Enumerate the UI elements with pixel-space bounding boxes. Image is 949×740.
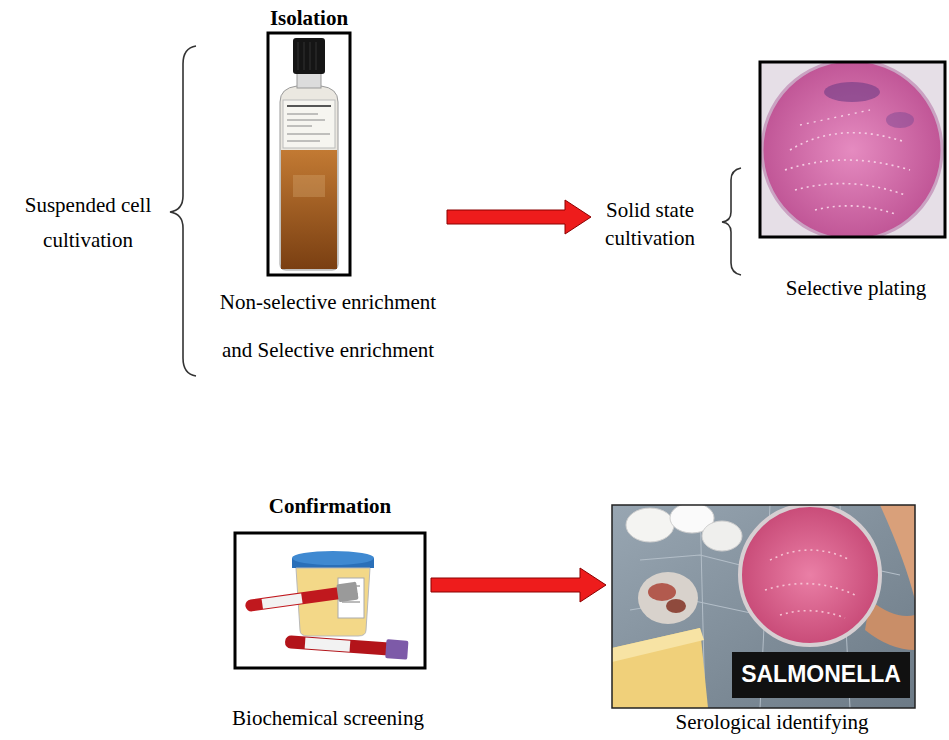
broth-bottle-part: [281, 150, 337, 269]
image-panel: SALMONELLA Serological identifying: [610, 503, 917, 734]
salmonella-collage-part: [612, 505, 915, 708]
side-label: Solid state cultivation: [595, 196, 705, 252]
image-frame: [760, 62, 945, 237]
sample-cup-part: [235, 533, 425, 668]
image-frame: [268, 33, 350, 275]
sample-cup-part: [336, 582, 358, 603]
salmonella-collage-part: [612, 628, 704, 662]
broth-bottle-part: [304, 42, 305, 70]
agar-plate: [760, 62, 945, 237]
curly-brace: [722, 168, 741, 275]
agar-plate-part: [762, 62, 942, 237]
broth-bottle-part: [283, 100, 335, 148]
sample-cup-part: [305, 638, 351, 652]
caption-text: Selective plating: [786, 276, 927, 301]
broth-bottle-part: [287, 105, 331, 107]
image-panel: Solid state cultivationSelective plating: [595, 60, 947, 301]
salmonella-collage-part: [732, 652, 910, 698]
curly-brace: [170, 46, 196, 376]
broth-bottle-part: [268, 33, 350, 275]
agar-plate-part: [785, 160, 910, 170]
agar-plate-part: [790, 133, 905, 150]
salmonella-collage-part: [612, 628, 708, 708]
broth-bottle-part: [297, 72, 321, 88]
caption-text: Serological identifying: [675, 711, 868, 734]
salmonella-collage-part: [626, 508, 674, 542]
section-heading: Isolation: [270, 6, 348, 31]
salmonella-collage-part: [780, 611, 845, 618]
sample-cup-part: [262, 593, 303, 608]
block-arrow: [431, 568, 606, 602]
broth-bottle: [268, 33, 350, 275]
image-panel: ConfirmationBiochemical screening: [232, 494, 427, 731]
salmonella-collage-part: [638, 572, 698, 624]
agar-plate-part: [824, 82, 880, 102]
agar-plate-part: [795, 184, 905, 195]
broth-bottle-part: [310, 42, 311, 70]
broth-bottle-part: [287, 134, 330, 135]
broth-bottle-part: [298, 42, 299, 70]
broth-bottle-part: [293, 38, 325, 74]
sample-cup-part: [284, 632, 408, 660]
sample-cup-part: [285, 635, 396, 656]
broth-bottle-part: [287, 114, 318, 115]
caption-text: Biochemical screening: [232, 706, 424, 731]
salmonella-collage-part: [880, 505, 915, 600]
salmonella-collage-part: [740, 505, 880, 645]
salmonella-collage-part: [770, 550, 850, 560]
broth-bottle-part: [293, 175, 325, 197]
salmonella-collage-part: [702, 521, 742, 551]
salmonella-collage: [612, 505, 915, 708]
image-frame: [235, 533, 425, 668]
image-panel: IsolationSuspended cell cultivationNon-s…: [19, 6, 443, 374]
broth-bottle-part: [316, 42, 317, 70]
section-heading: Confirmation: [269, 494, 392, 519]
sample-cup-part: [292, 551, 374, 565]
agar-plate-part: [815, 206, 895, 214]
sample-cup-part: [245, 586, 351, 612]
broth-bottle-part: [287, 120, 325, 121]
sample-cup: [235, 533, 425, 668]
broth-bottle-part: [287, 141, 320, 142]
broth-bottle-part: [280, 86, 338, 270]
sample-cup-part: [385, 639, 408, 659]
broth-bottle-part: [287, 126, 312, 127]
agar-plate-part: [800, 110, 870, 125]
image-text: SALMONELLA: [737, 659, 905, 691]
salmonella-collage-part: [648, 583, 676, 601]
caption-text: Non-selective enrichment and Selective e…: [213, 278, 443, 374]
block-arrow: [447, 200, 591, 234]
sample-cup-part: [342, 602, 360, 603]
agar-plate-part: [886, 112, 914, 128]
image-frame: [612, 505, 915, 708]
salmonella-collage-part: [666, 599, 686, 613]
sample-cup-part: [244, 582, 358, 616]
salmonella-collage-part: [765, 584, 855, 595]
side-label: Suspended cell cultivation: [19, 188, 157, 258]
